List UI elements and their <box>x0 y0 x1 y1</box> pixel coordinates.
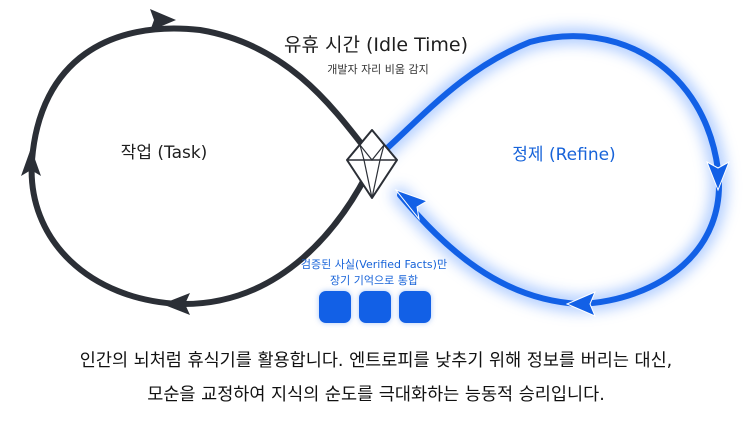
task-label: 작업 (Task) <box>120 143 208 163</box>
idle-time-title: 유휴 시간 (Idle Time) <box>284 34 468 56</box>
fact-block <box>359 291 391 323</box>
verified-facts-label: 검증된 사실(Verified Facts)만 <box>300 258 448 271</box>
refine-label: 정제 (Refine) <box>512 145 616 165</box>
arrowhead-icon <box>150 9 176 31</box>
idle-time-subtitle: 개발자 자리 비움 감지 <box>327 63 429 76</box>
arrowhead-icon <box>21 148 41 176</box>
caption-line-2: 모순을 교정하여 지식의 순도를 극대화하는 능동적 승리입니다. <box>147 385 605 405</box>
caption-line-1: 인간의 뇌처럼 휴식기를 활용합니다. 엔트로피를 낮추기 위해 정보를 버리는… <box>79 351 673 371</box>
long-term-memory-label: 장기 기억으로 통합 <box>330 274 418 287</box>
fact-block <box>319 291 351 323</box>
arrowhead-icon <box>394 188 429 221</box>
diamond-gem-icon <box>346 129 398 199</box>
arrowhead-icon <box>706 160 730 192</box>
fact-block <box>399 291 431 323</box>
arrowhead-icon <box>565 291 596 317</box>
arrowhead-icon <box>162 293 190 315</box>
